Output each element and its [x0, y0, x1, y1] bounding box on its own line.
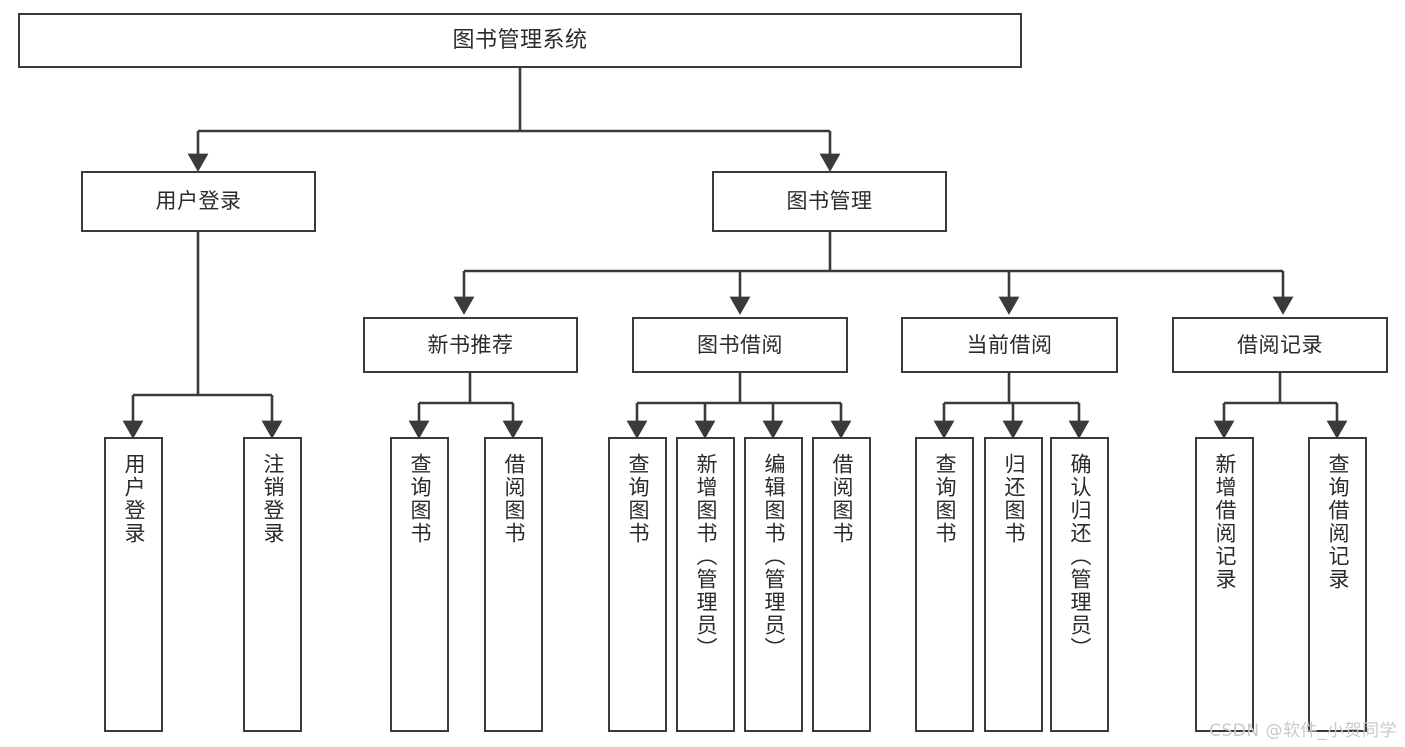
- node-label: 图书管理系统: [452, 27, 588, 53]
- node-label: 用户登录: [155, 189, 242, 214]
- node-borrow-record[interactable]: 借阅记录: [1172, 317, 1388, 373]
- leaf-query-book-borrow[interactable]: 查询图书: [608, 437, 667, 732]
- node-label: 用户登录: [121, 453, 146, 545]
- node-label: 查询图书: [932, 453, 957, 545]
- leaf-add-book[interactable]: 新增图书（管理员）: [676, 437, 735, 732]
- leaf-return-book[interactable]: 归还图书: [984, 437, 1043, 732]
- node-label: 借阅记录: [1237, 332, 1323, 357]
- node-new-book-recommend[interactable]: 新书推荐: [363, 317, 578, 373]
- node-label: 查询借阅记录: [1325, 453, 1350, 591]
- node-book-management[interactable]: 图书管理: [712, 171, 947, 232]
- leaf-add-borrow-record[interactable]: 新增借阅记录: [1195, 437, 1254, 732]
- leaf-borrow-book[interactable]: 借阅图书: [812, 437, 871, 732]
- node-label: 新增借阅记录: [1212, 453, 1237, 591]
- leaf-edit-book[interactable]: 编辑图书（管理员）: [744, 437, 803, 732]
- node-label: 确认归还（管理员）: [1067, 453, 1092, 660]
- node-label: 图书管理: [786, 189, 873, 214]
- node-label: 当前借阅: [966, 332, 1053, 357]
- node-label: 查询图书: [407, 453, 432, 545]
- node-label: 编辑图书（管理员）: [761, 453, 786, 660]
- leaf-query-book-current[interactable]: 查询图书: [915, 437, 974, 732]
- node-label: 注销登录: [260, 453, 285, 545]
- node-label: 图书借阅: [697, 332, 783, 357]
- node-label: 借阅图书: [829, 453, 854, 545]
- node-label: 查询图书: [625, 453, 650, 545]
- node-root-system[interactable]: 图书管理系统: [18, 13, 1022, 68]
- node-label: 归还图书: [1001, 453, 1026, 545]
- node-current-borrow[interactable]: 当前借阅: [901, 317, 1118, 373]
- node-user-login[interactable]: 用户登录: [81, 171, 316, 232]
- leaf-query-borrow-record[interactable]: 查询借阅记录: [1308, 437, 1367, 732]
- node-label: 新增图书（管理员）: [693, 453, 718, 660]
- leaf-confirm-return[interactable]: 确认归还（管理员）: [1050, 437, 1109, 732]
- leaf-query-book-recommend[interactable]: 查询图书: [390, 437, 449, 732]
- leaf-user-login[interactable]: 用户登录: [104, 437, 163, 732]
- leaf-logout-login[interactable]: 注销登录: [243, 437, 302, 732]
- node-label: 借阅图书: [501, 453, 526, 545]
- leaf-borrow-book-recommend[interactable]: 借阅图书: [484, 437, 543, 732]
- node-label: 新书推荐: [427, 332, 514, 357]
- node-book-borrow[interactable]: 图书借阅: [632, 317, 848, 373]
- watermark-text: CSDN @软件_小贺同学: [1209, 721, 1397, 741]
